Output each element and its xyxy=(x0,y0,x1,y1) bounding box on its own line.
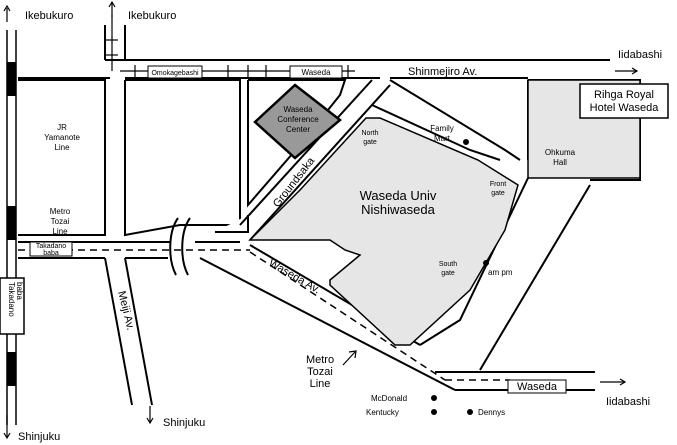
svg-text:Metro: Metro xyxy=(50,207,71,216)
svg-text:gate: gate xyxy=(441,270,455,277)
svg-text:Rihga Royal: Rihga Royal xyxy=(594,89,654,101)
svg-text:Takadano: Takadano xyxy=(7,282,16,317)
label-rihga-hotel: Rihga Royal Hotel Waseda xyxy=(590,89,660,114)
label-waseda-av: Waseda Av. xyxy=(267,257,323,296)
svg-text:Front: Front xyxy=(490,181,506,188)
svg-text:baba: baba xyxy=(15,282,24,300)
svg-text:gate: gate xyxy=(491,190,505,197)
label-mcdonald: McDonald xyxy=(371,394,407,403)
svg-text:Omokagebashi: Omokagebashi xyxy=(151,70,199,77)
tunnel-curves xyxy=(169,217,191,276)
station-takadanobaba-jr: Takadano baba xyxy=(0,277,25,335)
store-markers xyxy=(431,139,489,415)
svg-text:Ohkuma: Ohkuma xyxy=(545,148,576,157)
arrow-icon xyxy=(342,351,356,366)
station-waseda-tram: Waseda xyxy=(289,65,343,79)
svg-text:Line: Line xyxy=(310,378,331,390)
label-metro-tozai-line: Metro Tozai Line xyxy=(50,207,71,236)
label-ampm: am pm xyxy=(488,268,513,277)
svg-text:Mart: Mart xyxy=(434,134,451,143)
label-jr-yamanote-line: JR Yamanote Line xyxy=(44,123,80,152)
svg-text:JR: JR xyxy=(57,123,67,132)
label-front-gate: Front gate xyxy=(490,181,506,197)
label-shinmejiro-av: Shinmejiro Av. xyxy=(408,66,477,78)
waseda-campus-area xyxy=(248,117,519,346)
groundsaka-road xyxy=(239,79,391,241)
svg-text:Line: Line xyxy=(52,227,68,236)
label-ikebukuro-left: Ikebukuro xyxy=(25,10,73,22)
svg-text:baba: baba xyxy=(43,250,59,257)
direction-arrows xyxy=(3,0,639,440)
svg-text:North: North xyxy=(361,130,378,137)
mcdonald-dot-icon xyxy=(431,395,437,401)
meiji-av-road xyxy=(104,257,153,406)
svg-text:Metro: Metro xyxy=(306,354,334,366)
station-waseda-metro: Waseda xyxy=(507,379,567,394)
label-iidabashi-top: Iidabashi xyxy=(618,49,662,61)
svg-text:Hall: Hall xyxy=(553,158,567,167)
label-shinjuku-bottom: Shinjuku xyxy=(18,431,60,443)
svg-text:Waseda: Waseda xyxy=(283,105,313,114)
svg-text:Takadano: Takadano xyxy=(36,243,66,250)
svg-text:Tozai: Tozai xyxy=(307,366,333,378)
svg-text:Line: Line xyxy=(54,143,70,152)
metro-tozai-track-east xyxy=(249,251,446,381)
svg-text:gate: gate xyxy=(363,139,377,146)
kentucky-dot-icon xyxy=(431,409,437,415)
jr-yamanote-track xyxy=(6,30,17,425)
label-dennys: Dennys xyxy=(478,408,505,417)
label-conference-center: Waseda Conference Center xyxy=(277,105,319,134)
svg-text:Waseda: Waseda xyxy=(301,68,331,77)
family-mart-dot-icon xyxy=(463,139,469,145)
svg-text:Tozai: Tozai xyxy=(51,217,70,226)
label-iidabashi-bottom: Iidabashi xyxy=(606,396,650,408)
ikebukuro-road xyxy=(104,25,126,61)
dennys-dot-icon xyxy=(467,409,473,415)
svg-text:Hotel Waseda: Hotel Waseda xyxy=(590,102,660,114)
label-north-gate: North gate xyxy=(361,130,378,146)
svg-text:Yamanote: Yamanote xyxy=(44,133,80,142)
ampm-dot-icon xyxy=(483,260,489,266)
station-takadanobaba-metro: Takadano baba xyxy=(29,241,73,257)
conference-center-building xyxy=(253,83,342,160)
svg-text:Waseda Univ: Waseda Univ xyxy=(360,188,437,203)
label-metro-tozai-line-2: Metro Tozai Line xyxy=(306,354,334,390)
label-family-mart: Family Mart xyxy=(430,124,454,143)
svg-text:Center: Center xyxy=(286,125,310,134)
label-kentucky: Kentucky xyxy=(366,408,399,417)
station-omokagebashi: Omokagebashi xyxy=(147,65,203,79)
label-shinjuku-mid: Shinjuku xyxy=(163,417,205,429)
svg-text:Family: Family xyxy=(430,124,454,133)
label-ikebukuro-mid: Ikebukuro xyxy=(128,10,176,22)
label-ohkuma-hall: Ohkuma Hall xyxy=(545,148,576,167)
label-south-gate: South gate xyxy=(439,261,457,277)
svg-text:Conference: Conference xyxy=(277,115,319,124)
svg-text:South: South xyxy=(439,261,457,268)
label-campus: Waseda Univ Nishiwaseda xyxy=(360,188,437,217)
svg-text:Waseda: Waseda xyxy=(517,381,558,393)
rihga-hotel-box xyxy=(579,83,669,119)
svg-text:Nishiwaseda: Nishiwaseda xyxy=(361,202,435,217)
